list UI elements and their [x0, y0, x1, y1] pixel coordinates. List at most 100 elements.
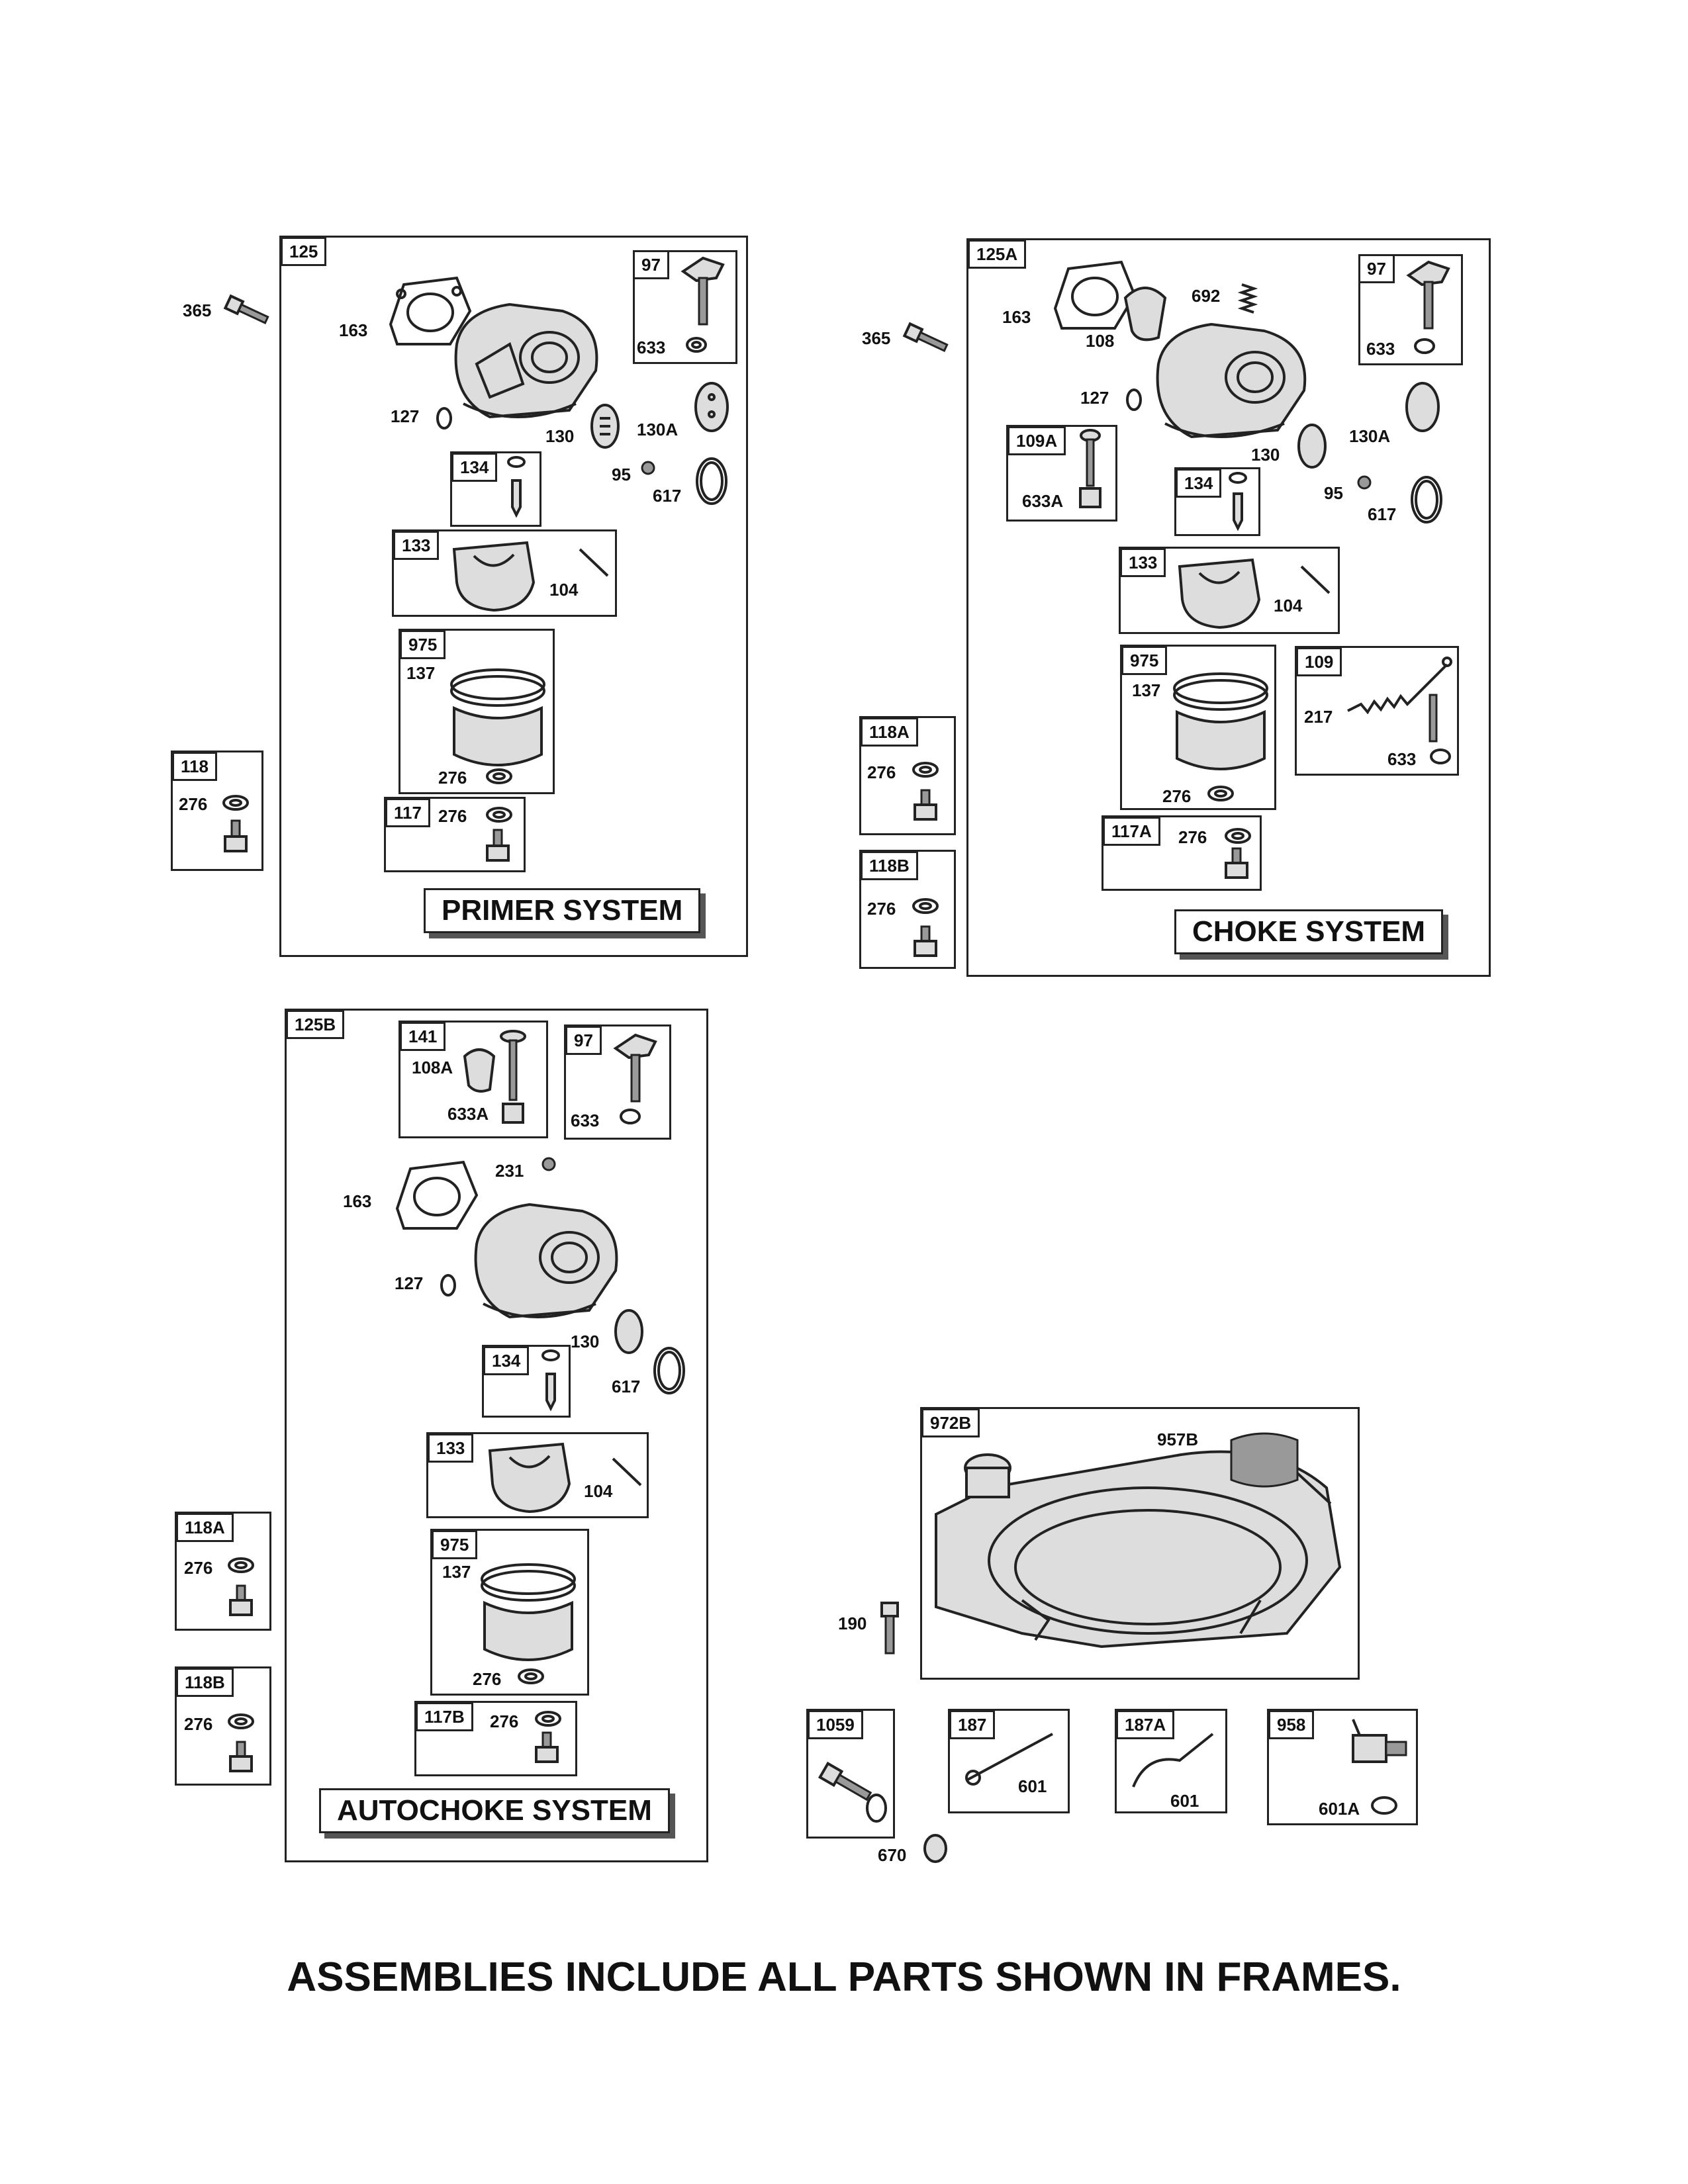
kit-134-frame	[482, 1345, 571, 1418]
kit-958-601a-label: 601A	[1319, 1799, 1360, 1819]
bowl-nut-icon	[486, 829, 510, 862]
kit-109a-label: 109A	[1008, 426, 1066, 455]
kit-117-label: 117	[385, 798, 430, 827]
kit-187a-label: 187A	[1116, 1710, 1175, 1739]
choke-link-icon	[1429, 694, 1438, 743]
small-screw-icon	[1357, 475, 1372, 490]
callout-127: 127	[1080, 388, 1109, 408]
kit-117b-276-label: 276	[490, 1711, 519, 1731]
kit-134-label: 134	[483, 1346, 530, 1375]
bowl-nut-icon	[914, 789, 937, 821]
screw-icon	[902, 322, 949, 352]
clamp-icon	[1371, 1796, 1397, 1815]
kit-141-633a-label: 633A	[447, 1104, 489, 1124]
kit-97-633-label: 633	[571, 1111, 600, 1130]
float-bowl-icon	[481, 1563, 576, 1661]
choke-frame-label: 125A	[968, 240, 1027, 269]
washer-icon	[1414, 338, 1435, 354]
bowl-nut-icon	[914, 925, 937, 957]
callout-163: 163	[343, 1191, 372, 1211]
callout-957b: 957B	[1157, 1430, 1199, 1449]
float-pin-icon	[1300, 565, 1331, 594]
kit-133-frame	[1119, 547, 1340, 634]
kit-109-217-label: 217	[1304, 707, 1333, 727]
washer-icon	[686, 337, 707, 353]
bowl-nut-icon	[229, 1584, 253, 1616]
callout-692: 692	[1192, 286, 1221, 306]
kit-97-633-label: 633	[637, 338, 666, 357]
kit-975-label: 975	[432, 1530, 478, 1559]
kit-958-frame	[1267, 1709, 1418, 1825]
kit-97-label: 97	[1358, 254, 1395, 283]
diaphragm-icon	[1297, 424, 1327, 469]
needle-valve-icon	[541, 1349, 560, 1412]
kit-975-137-label: 137	[442, 1562, 471, 1582]
washer-icon	[535, 1711, 561, 1727]
callout-163: 163	[339, 320, 368, 340]
washer-icon	[228, 1713, 254, 1729]
washer-icon	[912, 762, 939, 778]
washer-icon	[228, 1557, 254, 1573]
plate-icon	[694, 382, 729, 432]
o-ring-icon	[436, 407, 452, 430]
callout-127: 127	[391, 406, 420, 426]
choke-shaft-icon	[500, 1030, 526, 1124]
kit-975-frame	[1120, 645, 1276, 810]
choke-system-frame	[966, 238, 1491, 977]
fuel-line-icon	[965, 1733, 1053, 1786]
governor-spring-icon	[1347, 657, 1452, 715]
kit-187a-601-label: 601	[1170, 1791, 1199, 1811]
o-ring-icon	[1126, 388, 1142, 411]
seal-ring-icon	[1411, 476, 1442, 523]
kit-117b-frame	[414, 1701, 577, 1776]
kit-958-label: 958	[1268, 1710, 1315, 1739]
callout-670: 670	[878, 1845, 907, 1865]
kit-134-frame	[450, 451, 541, 527]
kit-109a-frame	[1006, 425, 1117, 522]
callout-130: 130	[1251, 445, 1280, 465]
callout-617: 617	[612, 1377, 641, 1396]
needle-valve-icon	[1229, 472, 1247, 531]
diaphragm-icon	[614, 1309, 643, 1354]
callout-130: 130	[545, 426, 575, 446]
washer-icon	[620, 1109, 641, 1124]
kit-97-frame	[1358, 254, 1463, 365]
screw-icon	[223, 294, 269, 324]
kit-97-label: 97	[565, 1026, 602, 1055]
kit-187-601-label: 601	[1018, 1776, 1047, 1796]
choke-system-label: CHOKE SYSTEM	[1174, 909, 1444, 954]
float-icon	[1178, 558, 1261, 629]
kit-134-frame	[1174, 467, 1260, 536]
kit-134-label: 134	[1176, 469, 1222, 498]
kit-118a-276-label: 276	[867, 762, 896, 782]
float-icon	[452, 541, 536, 612]
kit-975-276-label: 276	[473, 1669, 502, 1689]
kit-109-label: 109	[1296, 647, 1342, 676]
bowl-nut-icon	[1225, 847, 1248, 879]
kit-109-frame	[1295, 646, 1459, 776]
kit-975-276-label: 276	[1162, 786, 1192, 806]
kit-133-104-label: 104	[549, 580, 579, 600]
primer-system-label: PRIMER SYSTEM	[424, 888, 701, 933]
kit-118b-label: 118B	[176, 1668, 234, 1697]
autochoke-frame-label: 125B	[286, 1010, 345, 1039]
kit-975-label: 975	[400, 630, 446, 659]
bushing-icon	[923, 1834, 947, 1863]
needle-valve-icon	[507, 456, 526, 518]
kit-118-frame	[171, 751, 263, 871]
kit-97-frame	[564, 1024, 671, 1140]
float-pin-icon	[579, 548, 609, 577]
kit-975-137-label: 137	[406, 663, 436, 683]
bowl-nut-icon	[224, 819, 248, 852]
kit-117a-frame	[1102, 815, 1262, 891]
fuel-line-icon	[1132, 1733, 1214, 1788]
washer-icon	[1207, 786, 1234, 801]
kit-109-633-label: 633	[1387, 749, 1417, 769]
kit-109a-633a-label: 633A	[1022, 491, 1064, 511]
kit-117a-276-label: 276	[1178, 827, 1207, 847]
o-ring-icon	[440, 1274, 456, 1297]
fuel-cap-icon	[1230, 1432, 1332, 1505]
shutoff-valve-icon	[1352, 1719, 1407, 1763]
kit-133-frame	[426, 1432, 649, 1518]
kit-133-104-label: 104	[1274, 596, 1303, 615]
